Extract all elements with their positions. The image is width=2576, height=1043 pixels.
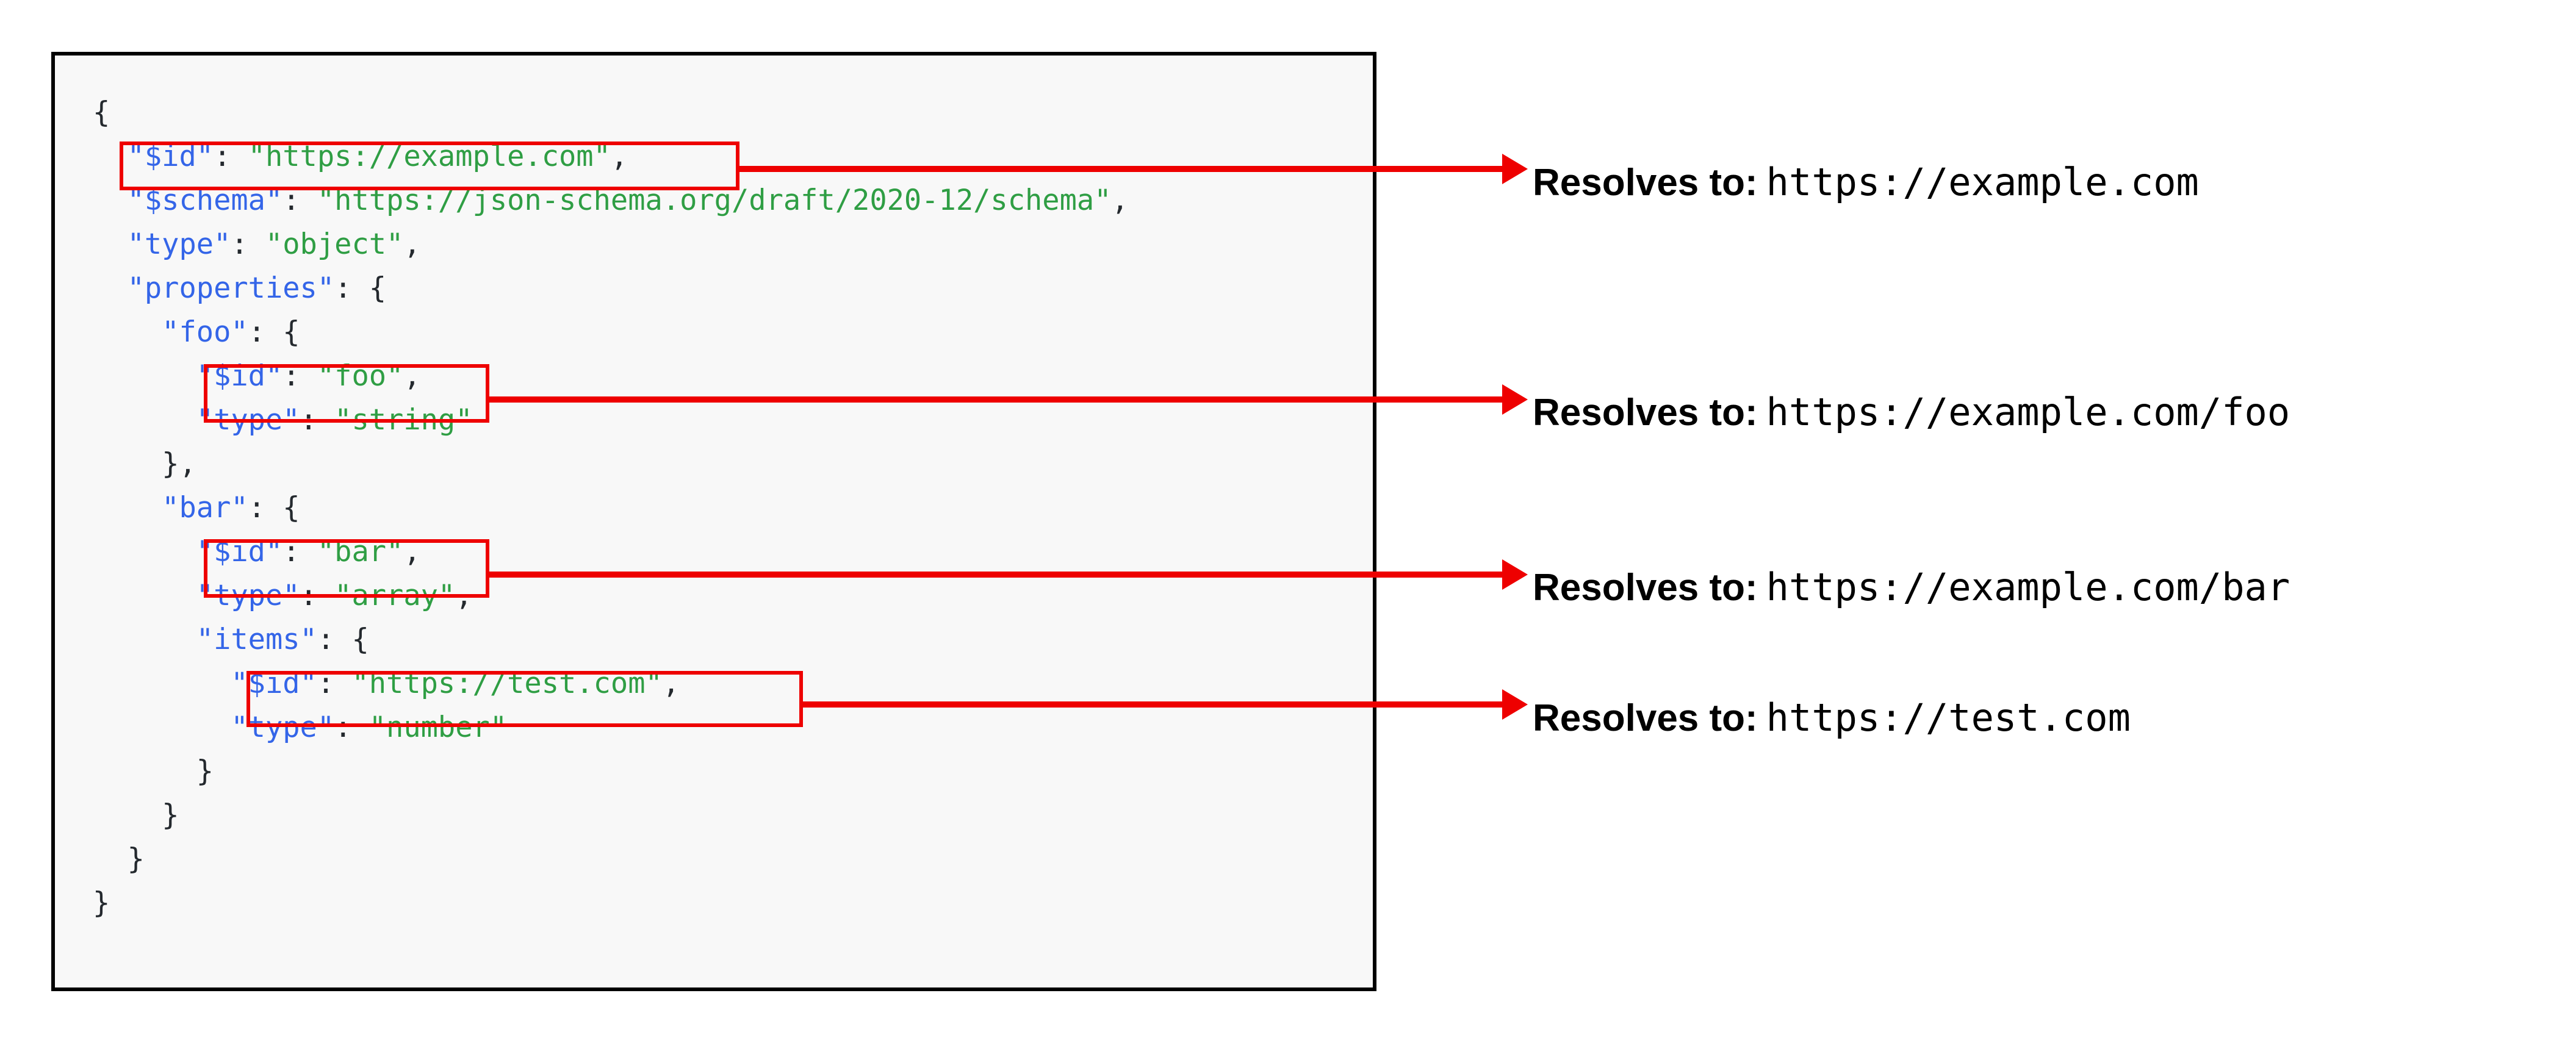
code-token-key: "$id" bbox=[196, 359, 283, 393]
code-token-punct: , bbox=[403, 535, 421, 568]
code-token-punct: : { bbox=[334, 271, 387, 305]
code-line: "items": { bbox=[93, 618, 1129, 662]
code-token-punct: , bbox=[610, 140, 628, 173]
code-token-punct: : { bbox=[248, 315, 300, 349]
annotation-bar-connector-line bbox=[489, 572, 1502, 578]
annotation-bar-arrow-icon bbox=[1502, 559, 1528, 590]
code-token-punct: } bbox=[162, 798, 179, 832]
code-token-str: "string" bbox=[334, 403, 473, 437]
code-token-key: "$schema" bbox=[127, 184, 283, 217]
code-line: "properties": { bbox=[93, 267, 1129, 310]
annotation-items-connector-line bbox=[803, 701, 1502, 708]
code-line: "$id": "bar", bbox=[93, 530, 1129, 574]
code-token-punct: : bbox=[282, 184, 317, 217]
code-token-key: "bar" bbox=[162, 491, 248, 525]
annotation-bar-url: https://example.com/bar bbox=[1766, 565, 2290, 609]
code-line: "$id": "foo", bbox=[93, 354, 1129, 398]
code-line: "type": "object", bbox=[93, 223, 1129, 267]
code-line: }, bbox=[93, 442, 1129, 486]
annotation-bar: Resolves to:https://example.com/bar bbox=[1533, 568, 2290, 607]
code-token-key: "properties" bbox=[127, 271, 335, 305]
code-token-punct: : { bbox=[248, 491, 300, 525]
annotation-foo: Resolves to:https://example.com/foo bbox=[1533, 393, 2290, 432]
code-token-key: "$id" bbox=[196, 535, 283, 568]
code-token-str: "array" bbox=[334, 579, 456, 612]
code-line: } bbox=[93, 881, 1129, 925]
annotation-items-arrow-icon bbox=[1502, 689, 1528, 720]
resolves-to-label: Resolves to: bbox=[1533, 567, 1758, 609]
code-token-key: "type" bbox=[196, 403, 300, 437]
annotation-root: Resolves to:https://example.com bbox=[1533, 163, 2199, 202]
code-line: } bbox=[93, 750, 1129, 794]
code-token-key: "items" bbox=[196, 623, 317, 656]
code-line: "$id": "https://example.com", bbox=[93, 135, 1129, 179]
code-line: "type": "number" bbox=[93, 706, 1129, 750]
annotation-items: Resolves to:https://test.com bbox=[1533, 699, 2131, 737]
code-token-punct: : bbox=[231, 228, 265, 261]
code-token-key: "type" bbox=[196, 579, 300, 612]
code-token-punct: : bbox=[317, 667, 352, 700]
annotation-root-connector-line bbox=[739, 166, 1502, 172]
resolves-to-label: Resolves to: bbox=[1533, 162, 1758, 204]
code-token-key: "$id" bbox=[231, 667, 317, 700]
code-token-punct: : { bbox=[317, 623, 369, 656]
code-line: "type": "string" bbox=[93, 398, 1129, 442]
code-lines: { "$id": "https://example.com", "$schema… bbox=[93, 91, 1129, 925]
code-line: "$schema": "https://json-schema.org/draf… bbox=[93, 179, 1129, 223]
code-line: "bar": { bbox=[93, 486, 1129, 530]
annotation-root-url: https://example.com bbox=[1766, 160, 2199, 204]
json-schema-code-block: { "$id": "https://example.com", "$schema… bbox=[51, 52, 1376, 991]
code-token-punct: : bbox=[282, 535, 317, 568]
annotation-root-arrow-icon bbox=[1502, 154, 1528, 184]
code-line: "type": "array", bbox=[93, 574, 1129, 618]
resolves-to-label: Resolves to: bbox=[1533, 697, 1758, 739]
code-line: "foo": { bbox=[93, 310, 1129, 354]
code-token-punct: , bbox=[662, 667, 680, 700]
code-line: { bbox=[93, 91, 1129, 135]
code-token-punct: , bbox=[1111, 184, 1129, 217]
code-token-str: "foo" bbox=[317, 359, 404, 393]
annotation-items-url: https://test.com bbox=[1766, 695, 2131, 740]
annotation-foo-url: https://example.com/foo bbox=[1766, 390, 2290, 434]
code-token-str: "https://example.com" bbox=[248, 140, 611, 173]
code-token-punct: , bbox=[403, 228, 421, 261]
code-token-punct: : bbox=[214, 140, 248, 173]
code-token-punct: , bbox=[403, 359, 421, 393]
code-token-punct: , bbox=[455, 579, 473, 612]
code-token-str: "object" bbox=[265, 228, 404, 261]
code-token-punct: : bbox=[300, 579, 335, 612]
code-token-punct: }, bbox=[162, 447, 196, 481]
code-token-key: "type" bbox=[127, 228, 231, 261]
code-token-punct: : bbox=[300, 403, 335, 437]
code-token-str: "bar" bbox=[317, 535, 404, 568]
code-token-punct: } bbox=[196, 754, 214, 788]
code-token-punct: : bbox=[282, 359, 317, 393]
code-token-key: "$id" bbox=[127, 140, 214, 173]
code-line: } bbox=[93, 837, 1129, 881]
code-line: "$id": "https://test.com", bbox=[93, 662, 1129, 706]
code-token-punct: } bbox=[93, 886, 110, 920]
resolves-to-label: Resolves to: bbox=[1533, 392, 1758, 434]
annotation-foo-arrow-icon bbox=[1502, 384, 1528, 415]
code-token-key: "type" bbox=[231, 711, 335, 744]
code-token-punct: : bbox=[334, 711, 369, 744]
code-token-str: "https://test.com" bbox=[351, 667, 663, 700]
code-token-punct: { bbox=[93, 96, 110, 129]
annotation-foo-connector-line bbox=[489, 396, 1502, 403]
code-token-key: "foo" bbox=[162, 315, 248, 349]
code-token-str: "number" bbox=[369, 711, 508, 744]
code-line: } bbox=[93, 794, 1129, 837]
code-token-str: "https://json-schema.org/draft/2020-12/s… bbox=[317, 184, 1112, 217]
code-token-punct: } bbox=[127, 842, 145, 876]
